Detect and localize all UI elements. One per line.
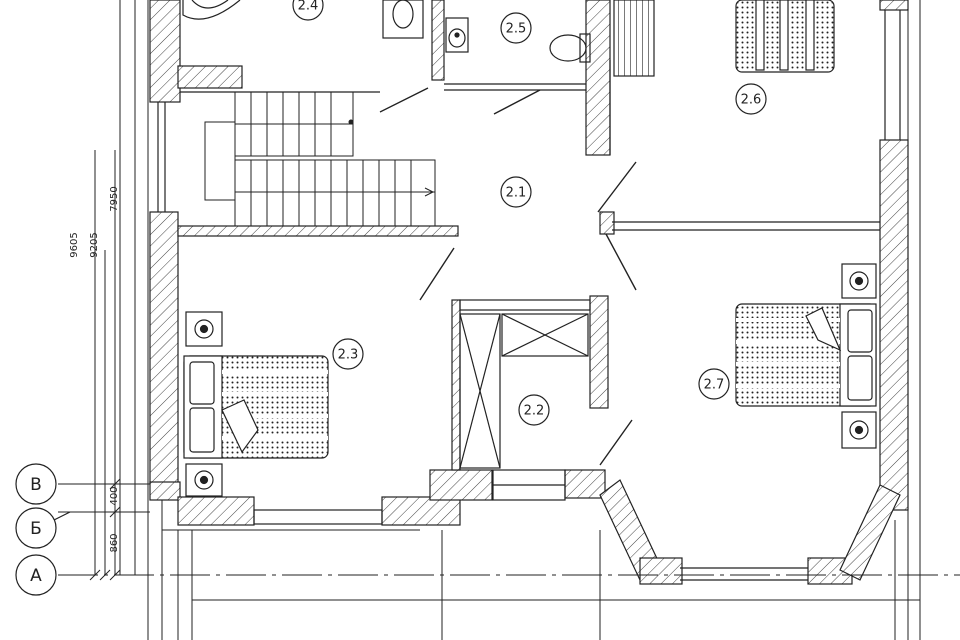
axis-marker-v — [15, 463, 57, 505]
room-label-2-2: 2.2 — [524, 404, 545, 419]
dim-label-7950: 7950 — [109, 186, 120, 211]
room-label-2-7: 2.7 — [704, 378, 725, 393]
room-label-2-6: 2.6 — [741, 93, 762, 108]
exterior-lines — [119, 0, 921, 640]
room-label-2-1: 2.1 — [506, 186, 527, 201]
room-label-2-4: 2.4 — [298, 0, 319, 14]
radiator — [613, 0, 655, 77]
dim-label-860: 860 — [109, 533, 120, 552]
axis-label-v: В — [30, 475, 42, 495]
doors — [379, 87, 637, 466]
axis-labels: В Б А — [30, 475, 42, 586]
walls — [149, 0, 909, 585]
dim-label-400: 400 — [109, 486, 120, 505]
axis-label-b: Б — [30, 519, 42, 539]
dim-label-9605: 9605 — [69, 232, 80, 257]
room-bubbles — [292, 0, 767, 426]
axis-marker-a — [15, 554, 57, 596]
axis-markers — [15, 463, 71, 596]
bathroom-fixtures — [182, 0, 591, 63]
room-labels: 2.1 2.2 2.3 2.4 2.5 2.6 2.7 — [298, 0, 762, 419]
staircase — [204, 91, 436, 227]
dimension-labels: 9605 9205 7950 400 860 — [69, 186, 120, 552]
room-label-2-3: 2.3 — [338, 348, 359, 363]
bed-room-2-6 — [735, 0, 835, 73]
bed-room-2-7 — [735, 303, 877, 407]
wardrobe — [459, 313, 589, 469]
nightstands — [185, 263, 877, 497]
interior-lines — [157, 10, 901, 581]
dimension-lines — [58, 150, 960, 581]
room-label-2-5: 2.5 — [506, 22, 527, 37]
axis-label-a: А — [30, 566, 42, 586]
dim-label-9205: 9205 — [89, 232, 100, 257]
bed-room-2-3 — [183, 355, 329, 459]
axis-marker-b — [15, 507, 57, 549]
